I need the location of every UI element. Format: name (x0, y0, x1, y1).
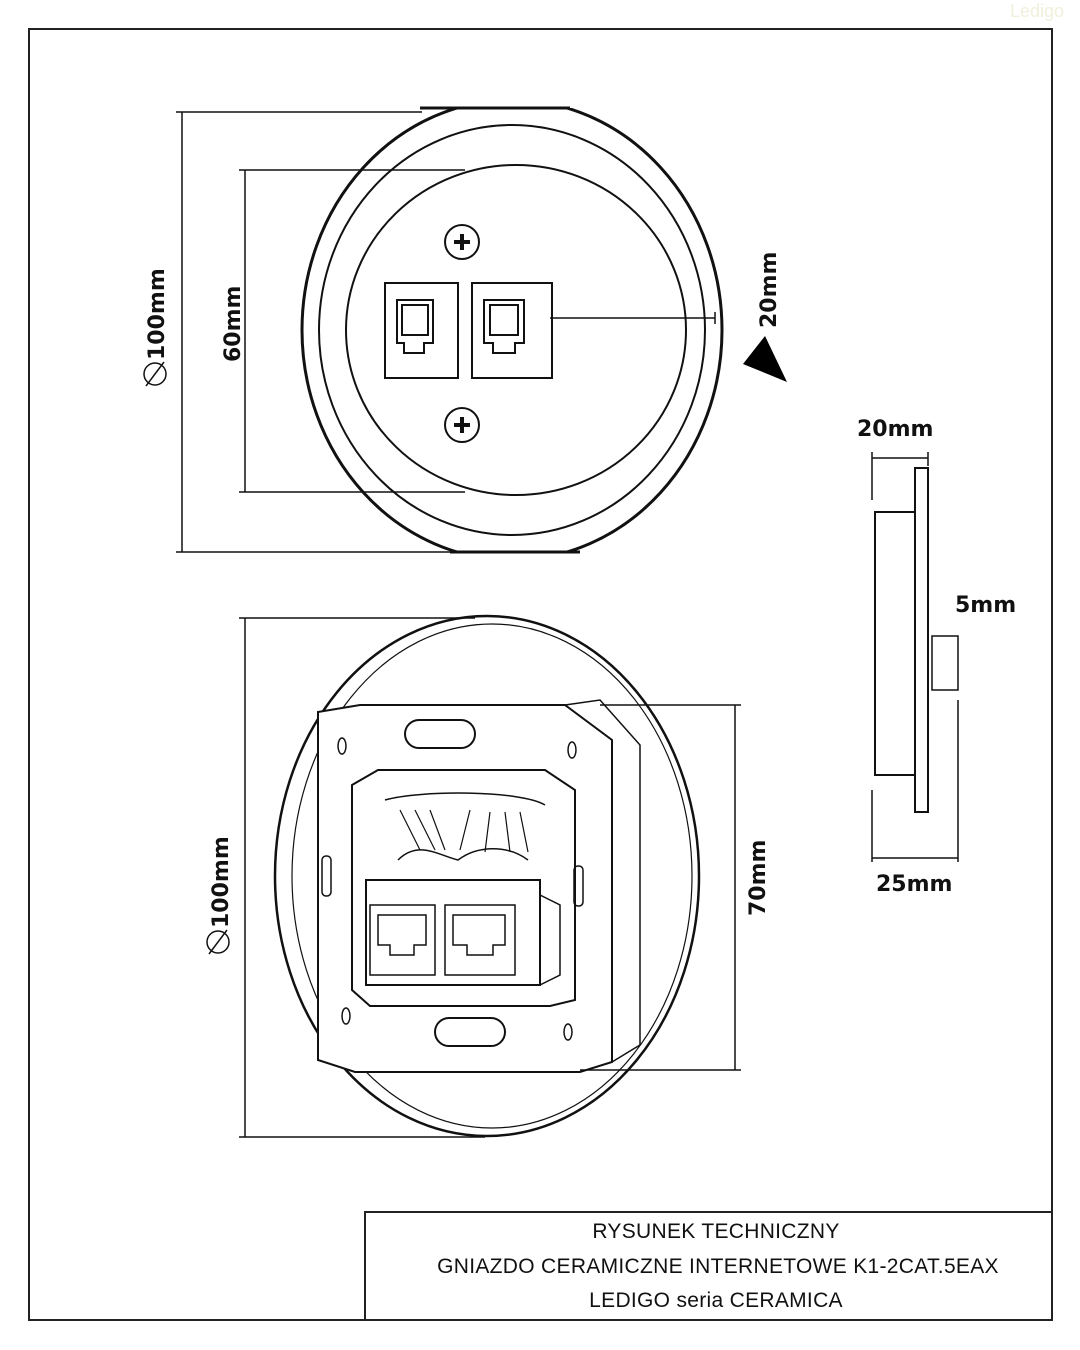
rj45-port-icon (471, 282, 553, 379)
bottom-view (239, 614, 741, 1138)
title-line-1: RYSUNEK TECHNICZNY (592, 1220, 839, 1243)
title-line-2: GNIAZDO CERAMICZNE INTERNETOWE K1-2CAT.5… (437, 1255, 999, 1278)
rj45-port-icon (384, 282, 459, 379)
title-block: RYSUNEK TECHNICZNY GNIAZDO CERAMICZNE IN… (364, 1211, 1053, 1321)
side-view (871, 452, 959, 862)
dim-label-70mm: 70mm (746, 840, 771, 916)
dim-label-diameter-top: 100mm (143, 268, 170, 387)
outer-rim (300, 108, 724, 552)
top-view (176, 106, 787, 554)
svg-text:100mm: 100mm (145, 268, 170, 360)
dim-label-side-5mm: 5mm (955, 593, 1016, 618)
title-line-3: LEDIGO seria CERAMICA (589, 1289, 843, 1312)
dim-label-side-25mm: 25mm (876, 872, 952, 897)
rj45-port-icon (444, 904, 516, 976)
svg-text:100mm: 100mm (209, 836, 234, 928)
dim-label-60mm: 60mm (221, 286, 246, 362)
arrow-icon (743, 336, 787, 382)
outer-rim (273, 614, 701, 1138)
dim-label-diameter-bottom: 100mm (206, 836, 234, 955)
middle-ring (318, 124, 706, 536)
dim-label-side-20mm: 20mm (857, 417, 933, 442)
rj45-port-icon (369, 904, 436, 976)
watermark: Ledigo (1010, 1, 1064, 21)
dim-label-20mm-depth: 20mm (757, 252, 782, 328)
socket-face (345, 164, 687, 496)
screw-icon (444, 407, 480, 443)
screw-icon (444, 224, 480, 260)
